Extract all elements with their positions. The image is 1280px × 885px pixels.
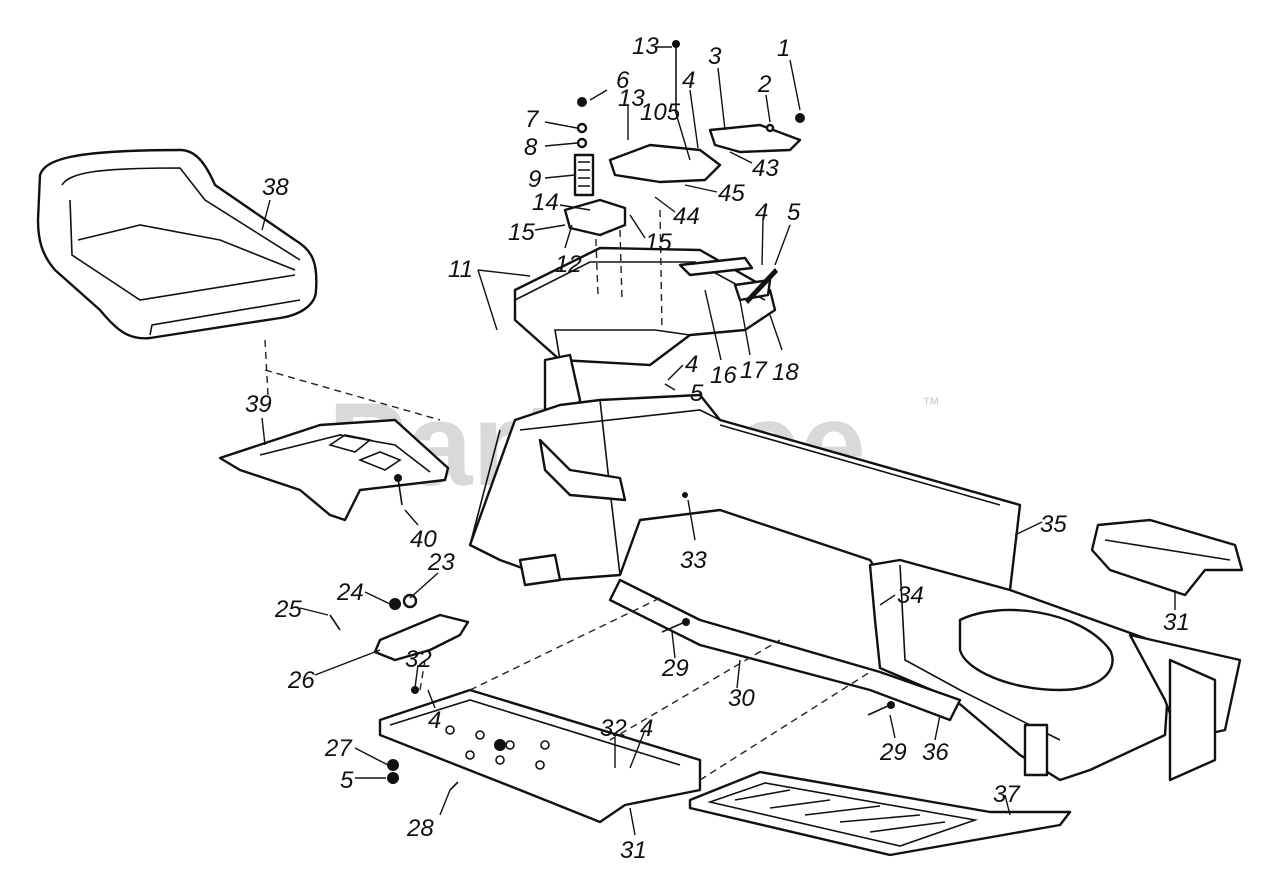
callout-40: 40 xyxy=(410,526,437,553)
callout-9: 9 xyxy=(528,166,541,193)
pedal-bracket xyxy=(329,593,470,791)
callout-16: 16 xyxy=(710,362,737,389)
callout-13: 13 xyxy=(618,85,645,112)
callout-43: 43 xyxy=(752,155,779,182)
callout-18: 18 xyxy=(772,359,799,386)
rear-frame xyxy=(868,558,1242,782)
callout-36: 36 xyxy=(922,739,949,766)
bolts xyxy=(394,474,895,716)
seat-mount-plate xyxy=(218,418,450,522)
callout-30: 30 xyxy=(728,685,755,712)
callouts: 1 2 3 4 105 13 13 6 7 8 9 43 45 44 14 15… xyxy=(245,33,1190,864)
callout-1: 1 xyxy=(777,35,790,62)
callout-5: 5 xyxy=(787,199,801,226)
callout-28: 28 xyxy=(406,815,434,842)
watermark-trademark: ™ xyxy=(922,394,940,414)
callout-17: 17 xyxy=(740,357,768,384)
callout-13: 13 xyxy=(632,33,659,60)
callout-32: 32 xyxy=(405,646,432,673)
callout-35: 35 xyxy=(1040,511,1067,538)
callout-33: 33 xyxy=(680,547,707,574)
callout-38: 38 xyxy=(262,174,289,201)
callout-7: 7 xyxy=(525,106,540,133)
callout-25: 25 xyxy=(274,596,302,623)
callout-11: 11 xyxy=(448,256,473,283)
callout-12: 12 xyxy=(555,251,582,278)
callout-29: 29 xyxy=(879,739,907,766)
callout-4: 4 xyxy=(640,715,653,742)
rear-footrest xyxy=(1090,518,1244,597)
callout-26: 26 xyxy=(287,667,315,694)
callout-44: 44 xyxy=(673,203,700,230)
callout-15: 15 xyxy=(508,219,535,246)
assembly-lines xyxy=(419,597,871,781)
callout-4: 4 xyxy=(682,67,695,94)
callout-4: 4 xyxy=(428,707,441,734)
frame-rail xyxy=(608,578,962,722)
callout-5: 5 xyxy=(690,380,704,407)
callout-24: 24 xyxy=(336,579,364,606)
callout-37: 37 xyxy=(993,781,1021,808)
callout-23: 23 xyxy=(427,549,455,576)
leader-lines xyxy=(261,46,1176,836)
seat xyxy=(36,148,318,340)
callout-29: 29 xyxy=(661,655,689,682)
callout-31: 31 xyxy=(620,837,647,864)
callout-45: 45 xyxy=(718,180,745,207)
seat-guide-line xyxy=(264,339,441,421)
callout-34: 34 xyxy=(897,582,924,609)
callout-105: 105 xyxy=(640,99,681,126)
callout-39: 39 xyxy=(245,391,272,418)
callout-15: 15 xyxy=(645,229,672,256)
callout-4: 4 xyxy=(685,351,698,378)
step-mat xyxy=(688,770,1072,857)
callout-32: 32 xyxy=(600,715,627,742)
callout-6: 6 xyxy=(616,67,630,94)
callout-3: 3 xyxy=(708,43,722,70)
footplate xyxy=(378,688,702,824)
callout-27: 27 xyxy=(324,735,353,762)
callout-2: 2 xyxy=(757,71,771,98)
callout-4: 4 xyxy=(755,199,768,226)
callout-5: 5 xyxy=(340,767,354,794)
callout-31: 31 xyxy=(1163,609,1190,636)
callout-8: 8 xyxy=(524,134,538,161)
main-frame xyxy=(468,393,1022,592)
callout-14: 14 xyxy=(532,189,559,216)
